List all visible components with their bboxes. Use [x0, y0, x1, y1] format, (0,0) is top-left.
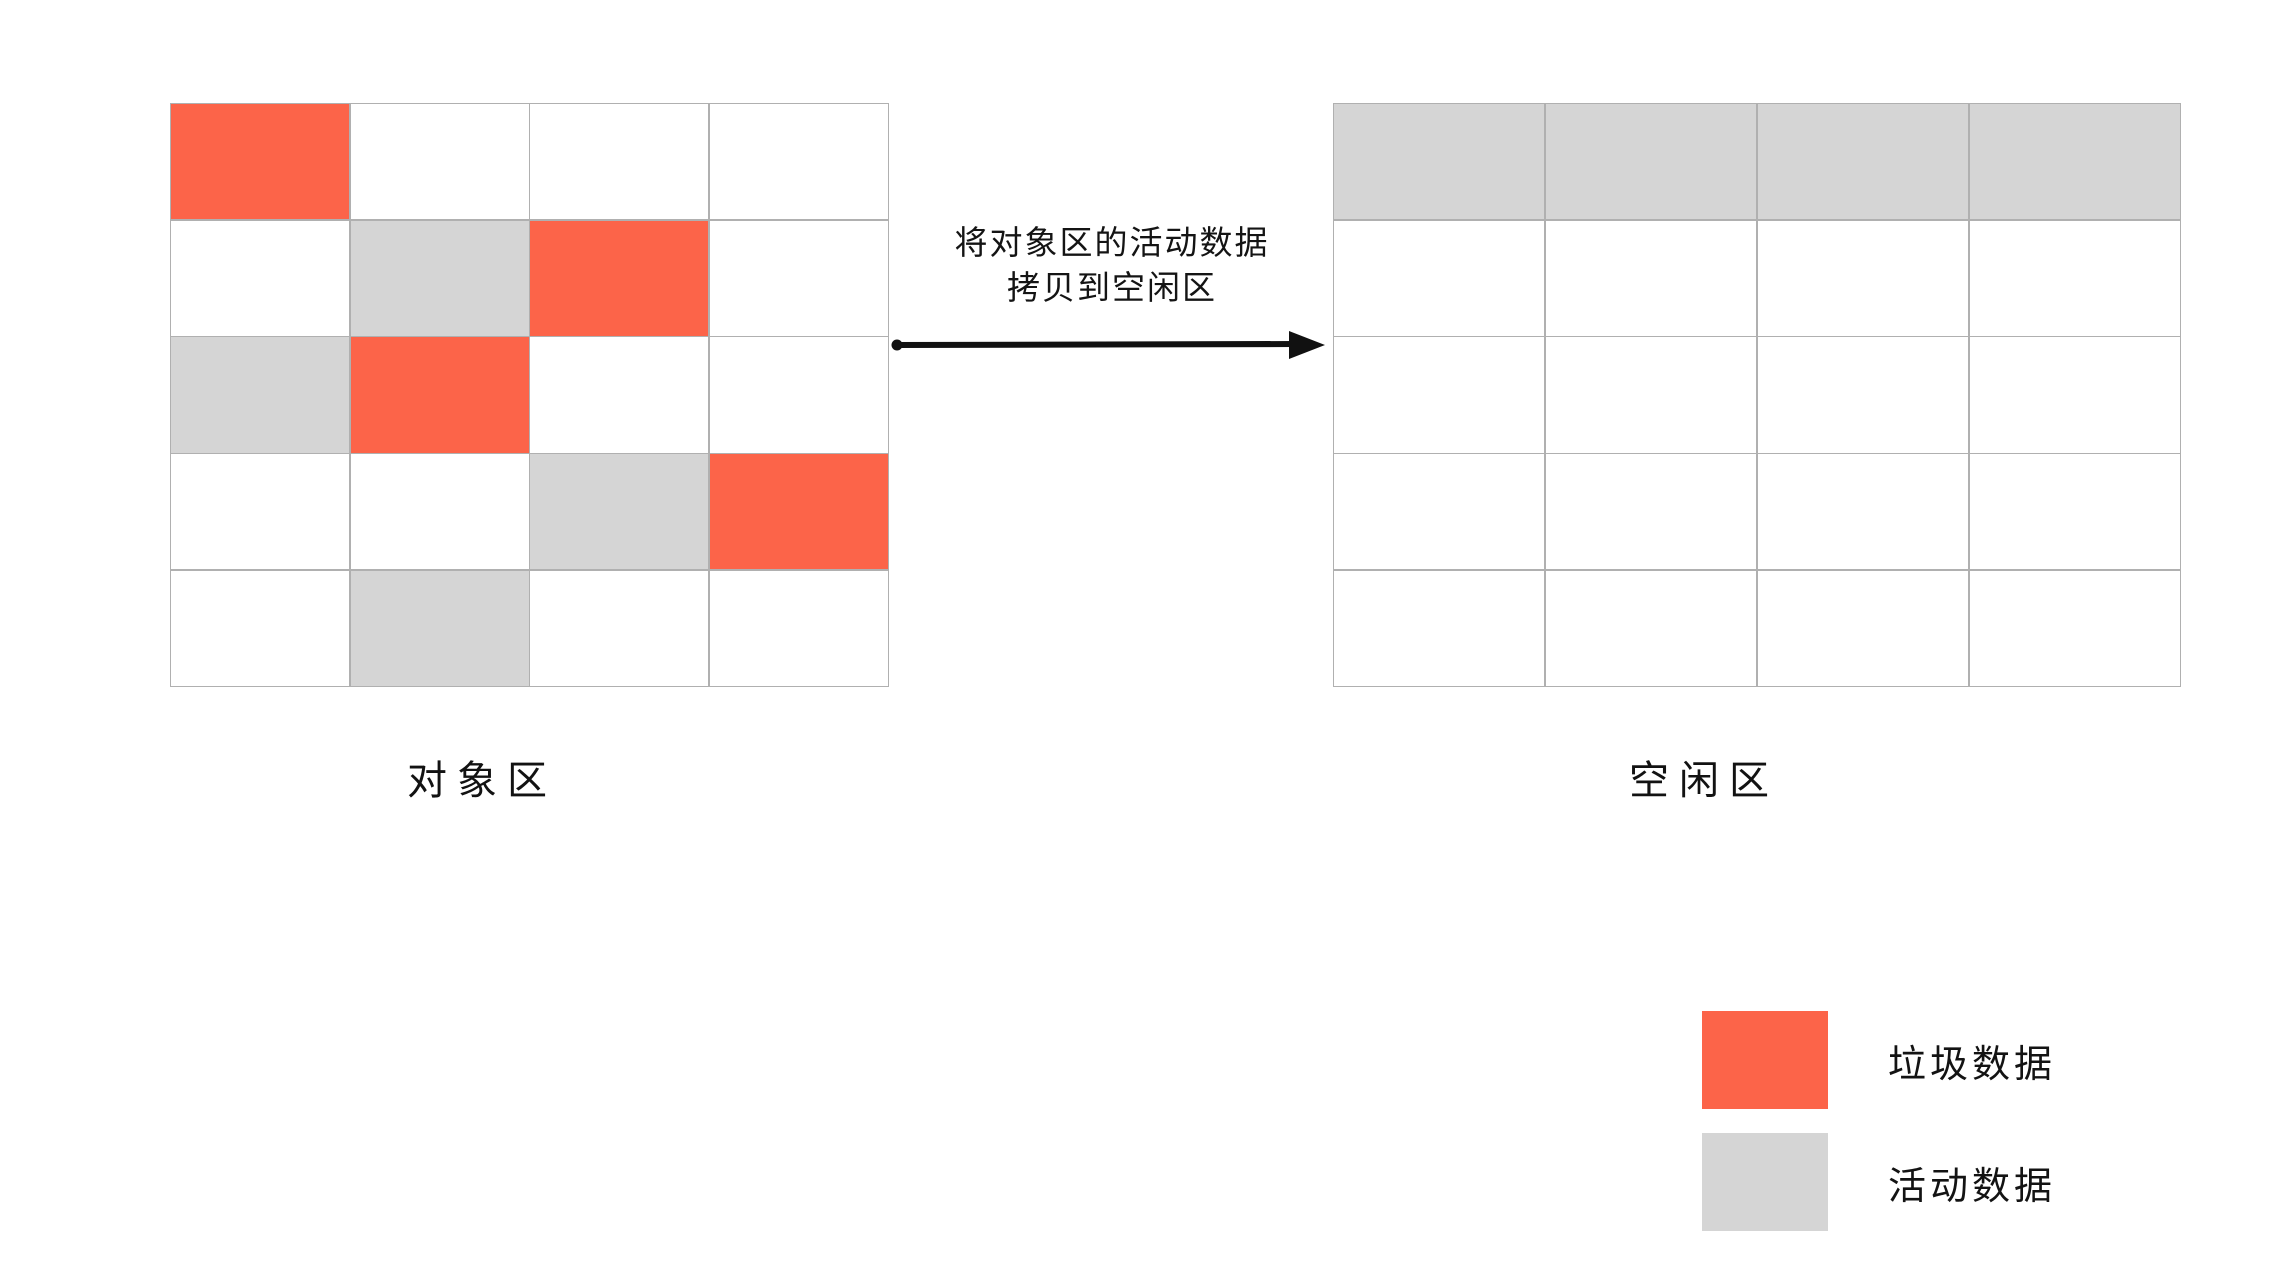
- object-region-cell-r3c4: [709, 337, 888, 453]
- legend-label-active: 活动数据: [1888, 1163, 2057, 1208]
- free-region-cell-r3c4: [1969, 337, 2180, 453]
- object-region-cell-r2c1: [171, 220, 350, 336]
- free-region-cell-r1c4: [1969, 104, 2180, 220]
- object-region-cell-r5c2: [350, 570, 529, 686]
- free-region-cell-r4c2: [1545, 454, 1757, 570]
- copy-arrow-icon: [891, 331, 1325, 359]
- free-region-cell-r2c3: [1757, 220, 1969, 336]
- legend: 垃圾数据 活动数据: [1702, 1011, 2182, 1231]
- object-region-cell-r4c1: [171, 454, 350, 570]
- free-region-cell-r4c4: [1969, 454, 2180, 570]
- free-region-cell-r5c2: [1545, 570, 1757, 686]
- free-region-cell-r5c3: [1757, 570, 1969, 686]
- object-region-cell-r2c2: [350, 220, 529, 336]
- free-region-cell-r2c2: [1545, 220, 1757, 336]
- object-region-cell-r3c3: [530, 337, 709, 453]
- free-region-cell-r3c2: [1545, 337, 1757, 453]
- transfer-annotation: 将对象区的活动数据 拷贝到空闲区: [891, 222, 1332, 372]
- arrow-caption-line-2: 拷贝到空闲区: [1007, 268, 1217, 307]
- object-region-cell-r4c4: [709, 454, 888, 570]
- object-region-cell-r1c1: [171, 104, 350, 220]
- free-region-cell-r2c4: [1969, 220, 2180, 336]
- free-region-cell-r5c1: [1334, 570, 1545, 686]
- free-region-cell-r5c4: [1969, 570, 2180, 686]
- object-region-cell-r5c4: [709, 570, 888, 686]
- free-region-cell-r1c1: [1334, 104, 1545, 220]
- free-region-label: 空闲区: [1629, 758, 1779, 804]
- legend-label-garbage: 垃圾数据: [1888, 1041, 2057, 1086]
- free-region-cell-r3c1: [1334, 337, 1545, 453]
- free-region-grid: [1333, 103, 2181, 687]
- object-region-cell-r5c3: [530, 570, 709, 686]
- object-region-cell-r1c4: [709, 104, 888, 220]
- arrow-caption-line-1: 将对象区的活动数据: [954, 223, 1270, 262]
- free-region-cell-r2c1: [1334, 220, 1545, 336]
- object-region-cell-r1c2: [350, 104, 529, 220]
- free-region-cell-r3c3: [1757, 337, 1969, 453]
- object-region-cell-r4c2: [350, 454, 529, 570]
- object-region-cell-r5c1: [171, 570, 350, 686]
- legend-swatch-active-icon: [1702, 1133, 1828, 1231]
- free-region-cell-r4c1: [1334, 454, 1545, 570]
- object-region-cell-r2c3: [530, 220, 709, 336]
- object-region-label: 对象区: [407, 758, 557, 804]
- object-region-cell-r3c1: [171, 337, 350, 453]
- free-region-cell-r1c2: [1545, 104, 1757, 220]
- legend-swatch-garbage-icon: [1702, 1011, 1828, 1109]
- free-region-cell-r1c3: [1757, 104, 1969, 220]
- object-region-grid: [170, 103, 889, 687]
- object-region-cell-r2c4: [709, 220, 888, 336]
- free-region-cell-r4c3: [1757, 454, 1969, 570]
- object-region-cell-r4c3: [530, 454, 709, 570]
- legend-item-active: 活动数据: [1702, 1133, 2182, 1231]
- object-region-cell-r3c2: [350, 337, 529, 453]
- object-region-cell-r1c3: [530, 104, 709, 220]
- legend-item-garbage: 垃圾数据: [1702, 1011, 2182, 1109]
